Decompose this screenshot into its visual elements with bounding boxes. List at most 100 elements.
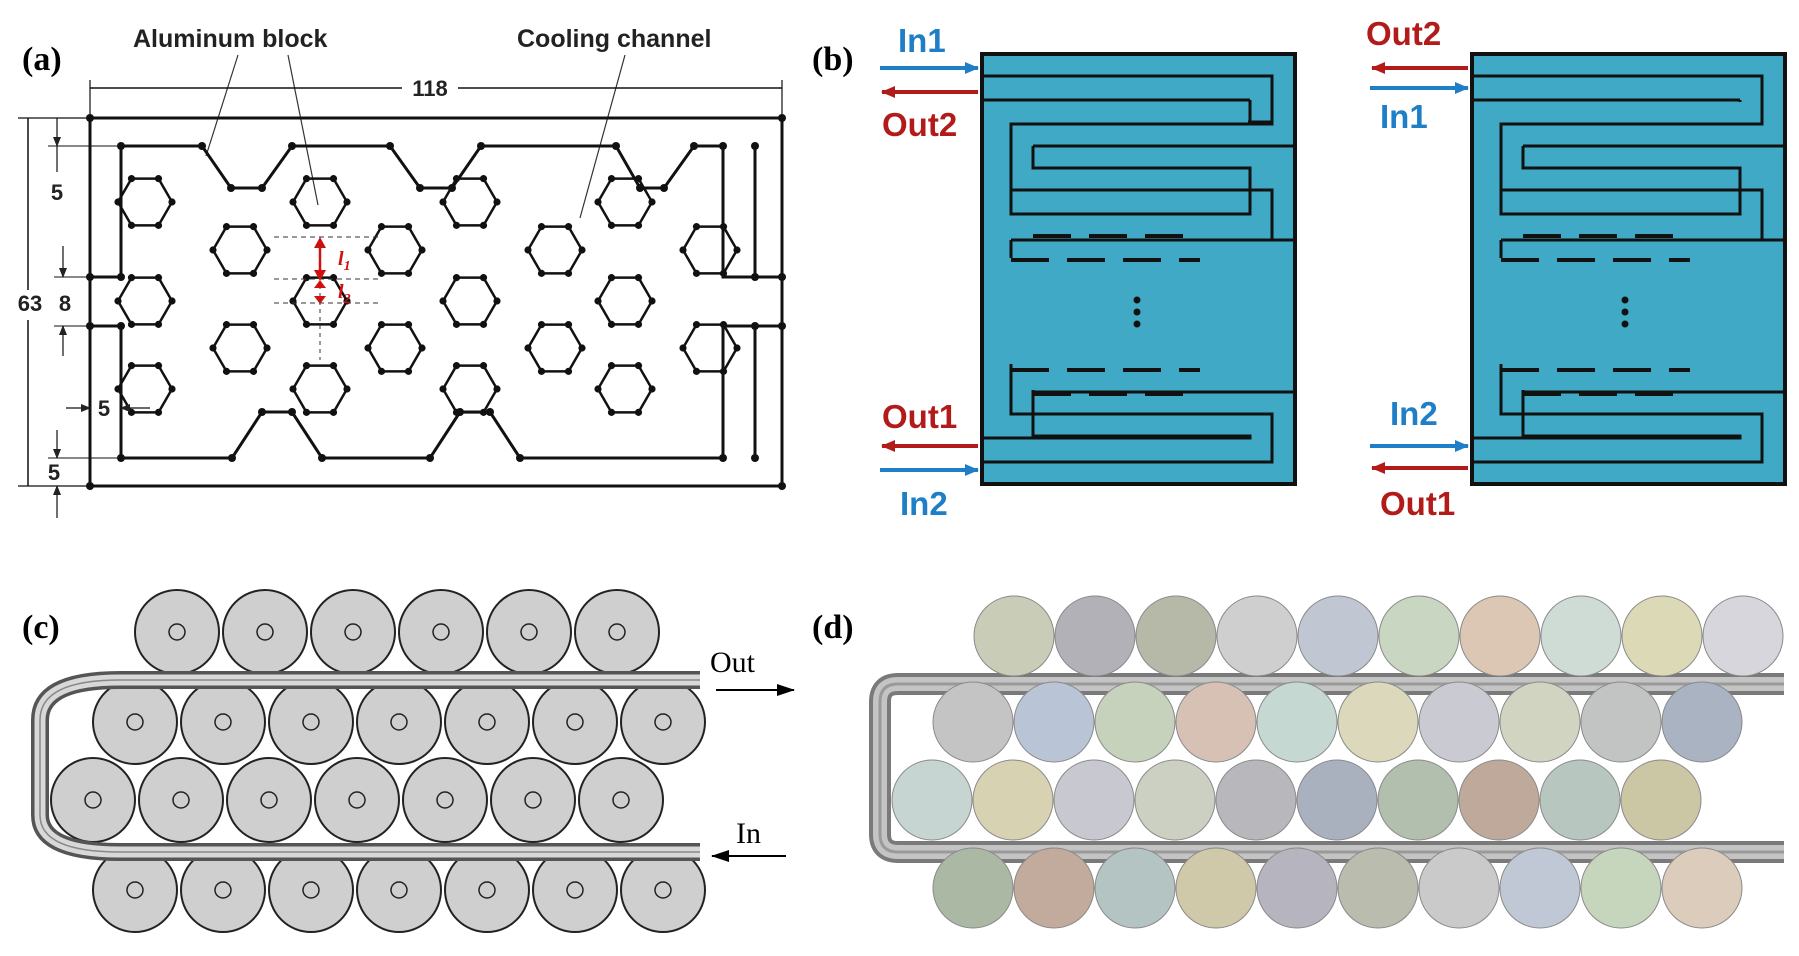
port-out1-left: Out1 [882,398,957,435]
battery-cell [1337,681,1419,763]
hexagon-vertex [479,362,488,370]
panel-b: (b) [812,15,1787,522]
dim-top-5: 5 [51,180,63,205]
battery-cell [1094,847,1176,929]
hexagon-vertex [578,344,586,352]
hexagon-vertex [692,321,701,329]
cell-terminal [520,623,538,641]
cell-terminal [478,713,496,731]
hexagon-vertex [479,221,488,229]
hexagon-hole [441,177,499,227]
hexagon-vertex [564,269,573,277]
flow-label-in: In [736,817,761,850]
cold-plate-right [1470,52,1787,486]
cell-terminal [608,623,626,641]
hexagon-vertex [634,221,643,229]
hexagon-vertex [263,246,271,254]
panel-label-a: (a) [22,41,62,78]
hexagon-vertex [302,408,311,416]
panel-label-d: (d) [812,609,854,646]
hexagon-vertex [127,408,136,416]
battery-cell [1296,759,1378,841]
cell-terminal [344,623,362,641]
panel-label-b: (b) [812,41,854,78]
cell-terminal [566,713,584,731]
cell-terminal [126,881,144,899]
battery-cell [1013,847,1095,929]
hexagon-vertex [329,408,338,416]
leader-line-aluminum [205,54,239,157]
hexagon-vertex [607,320,616,328]
battery-cell [490,757,576,843]
hexagon-vertex [404,223,413,231]
hexagon-vertex [634,362,643,370]
hexagon-vertex [249,367,258,375]
hexagon-vertex [404,367,413,375]
hexagon-vertex [537,367,546,375]
hexagon-vertex [679,344,687,352]
callout-aluminum-block: Aluminum block [133,25,328,53]
hexagon-vertex [343,198,351,206]
hexagon-hole [211,323,269,373]
hexagon-vertex [154,175,163,183]
hexagon-vertex [127,320,136,328]
battery-cell [1458,759,1540,841]
hexagon-vertex [154,362,163,370]
hexagon-vertex [439,385,447,393]
cell-terminal [168,623,186,641]
cell-terminal [348,791,366,809]
hexagon-hole [596,364,654,414]
hexagon-vertex [607,362,616,370]
hexagon-vertex [452,408,461,416]
battery-cell [1053,759,1135,841]
battery-cell [50,757,136,843]
hexagon-hole [366,225,424,275]
hexagon-vertex [493,385,501,393]
hexagon-vertex [302,175,311,183]
battery-cell [222,589,308,675]
battery-cell [1378,595,1460,677]
battery-cell [1418,681,1500,763]
flow-label-out: Out [710,646,756,679]
cell-terminal [524,791,542,809]
dim-8: 8 [59,291,71,316]
battery-cell [1459,595,1541,677]
battery-cells-d [891,595,1784,929]
hexagon-vertex [377,223,386,231]
dim-bottom-5: 5 [48,460,60,485]
port-out1-right: Out1 [1380,485,1455,522]
hexagon-vertex [127,221,136,229]
battery-cell [1499,847,1581,929]
dim-l1: l1 [338,248,351,274]
battery-cell [1499,681,1581,763]
hexagon-vertex [154,221,163,229]
cooling-tube-d [869,673,1784,863]
battery-cell [356,679,442,765]
battery-cell [226,757,312,843]
hexagon-vertex [329,221,338,229]
hexagon-vertex [249,223,258,231]
battery-cell [486,589,572,675]
hexagon-vertex [329,362,338,370]
cell-terminal [260,791,278,809]
hexagon-hole [366,323,424,373]
battery-cell [1175,681,1257,763]
hexagon-vertex [648,385,656,393]
hexagon-vertex [452,221,461,229]
hexagon-vertex [154,320,163,328]
hexagon-vertex [578,246,586,254]
hexagon-vertex [692,269,701,277]
hexagon-vertex [289,198,297,206]
hexagon-vertex [249,321,258,329]
hexagon-hole [596,276,654,326]
hexagon-vertex [719,367,728,375]
battery-cell [1054,595,1136,677]
hexagon-vertex [648,198,656,206]
panel-c: (c) Out In [22,589,795,933]
hexagon-vertex [479,320,488,328]
cell-terminal [432,623,450,641]
hexagon-vertex [537,269,546,277]
hexagon-vertex [249,269,258,277]
battery-cell [1661,847,1743,929]
battery-cell [1418,847,1500,929]
